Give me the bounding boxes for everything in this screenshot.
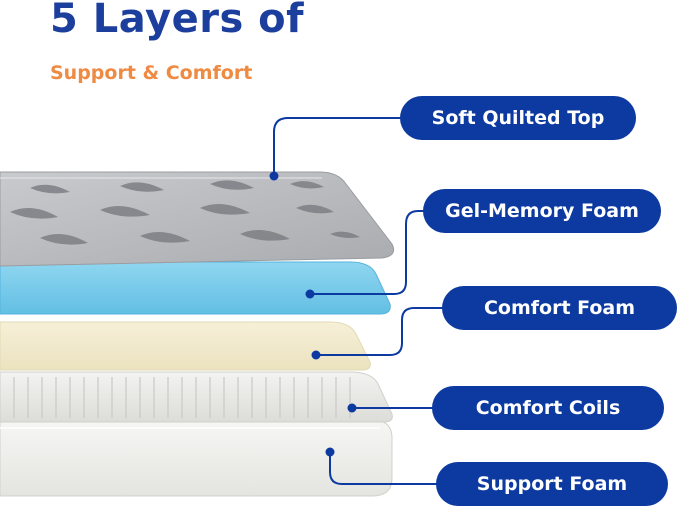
label-soft-quilted-top: Soft Quilted Top (400, 96, 636, 140)
label-comfort-foam: Comfort Foam (442, 286, 677, 330)
leader-line-support-foam (329, 451, 439, 485)
leader-dot-gel-memory-foam (305, 289, 315, 299)
quilt-pattern (10, 180, 360, 245)
leader-dot-support-foam (325, 447, 335, 457)
page-title: 5 Layers of (50, 0, 305, 42)
leader-dot-comfort-foam (311, 350, 321, 360)
leader-line-soft-quilted-top (273, 117, 403, 177)
soft-quilted-top-layer (0, 171, 395, 267)
label-support-foam: Support Foam (436, 462, 668, 506)
support-foam-layer (0, 419, 393, 497)
page-subtitle: Support & Comfort (50, 62, 253, 84)
leader-line-comfort-foam (315, 307, 445, 356)
leader-dot-soft-quilted-top (269, 171, 279, 181)
label-comfort-coils: Comfort Coils (432, 386, 664, 430)
gel-memory-foam-layer (0, 261, 391, 315)
leader-dot-comfort-coils (347, 403, 357, 413)
leader-line-gel-memory-foam (309, 210, 427, 295)
leader-lines (273, 117, 445, 485)
leader-dots (269, 171, 357, 457)
coil-ribs (13, 377, 351, 418)
comfort-coils-layer (0, 371, 393, 423)
label-gel-memory-foam: Gel-Memory Foam (423, 189, 661, 233)
comfort-foam-layer (0, 321, 371, 371)
